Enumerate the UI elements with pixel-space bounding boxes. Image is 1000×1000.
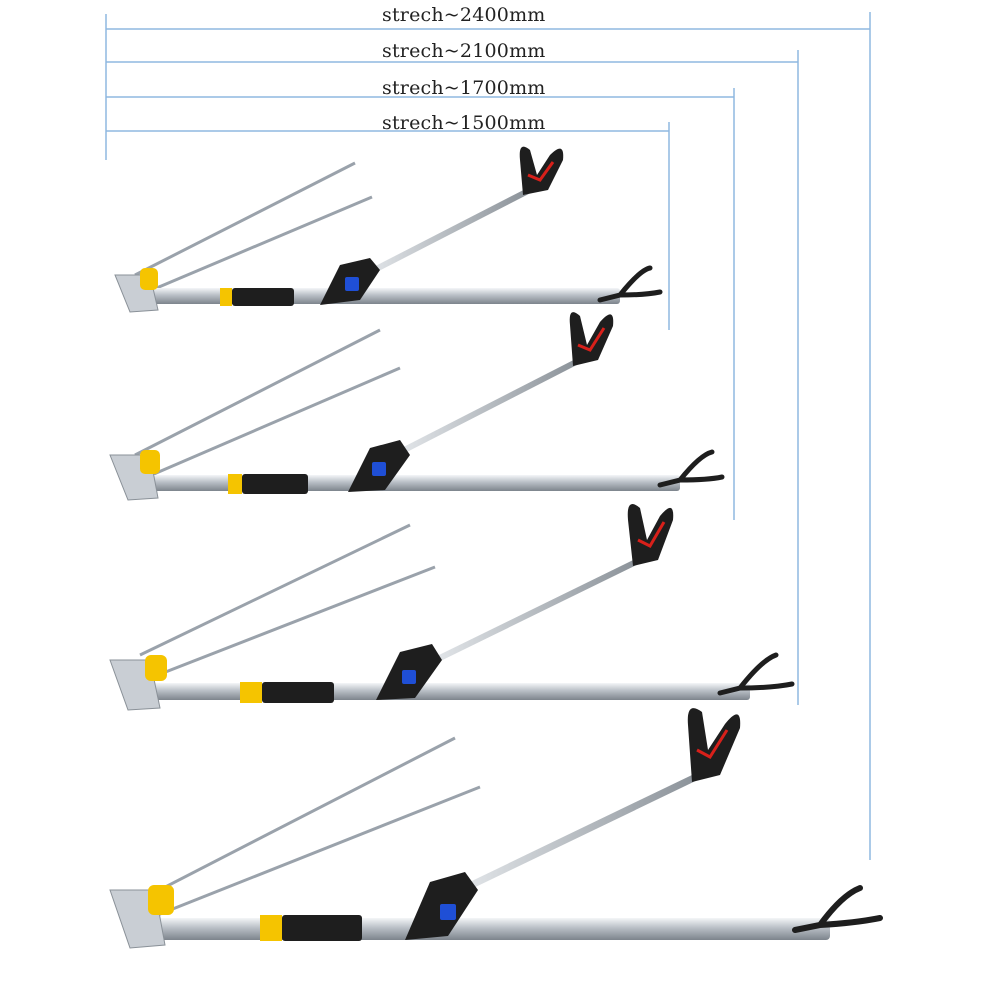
rod-rest-2100 bbox=[109, 504, 795, 711]
length-label-1500: strech~1500mm bbox=[382, 112, 546, 134]
rod-rest-2400 bbox=[109, 708, 883, 949]
rod-rest-1700 bbox=[109, 312, 725, 501]
rod-rest-1500 bbox=[114, 146, 663, 313]
dimension-lines bbox=[105, 12, 871, 860]
length-label-2400: strech~2400mm bbox=[382, 4, 546, 26]
length-label-2100: strech~2100mm bbox=[382, 40, 546, 62]
length-label-1700: strech~1700mm bbox=[382, 77, 546, 99]
